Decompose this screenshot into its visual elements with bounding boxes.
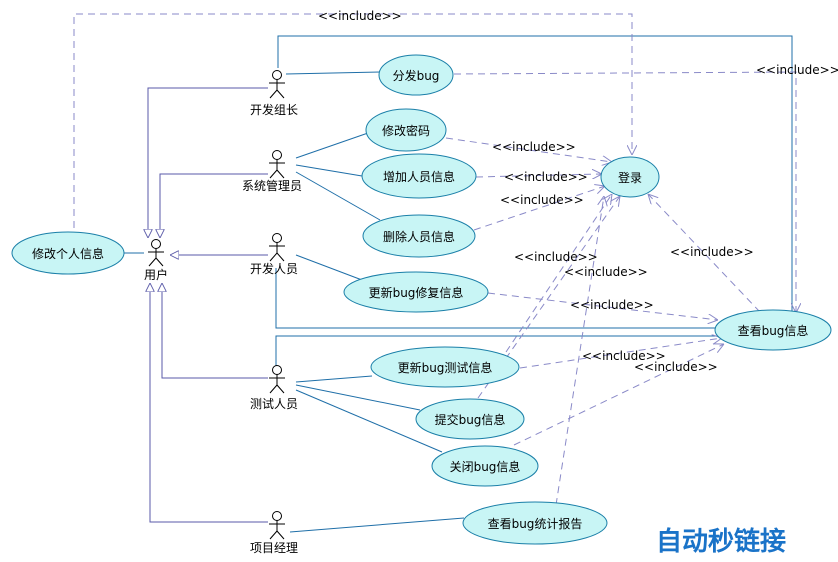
actors bbox=[148, 70, 285, 540]
use-case-label: 更新bug修复信息 bbox=[369, 285, 464, 300]
assoc-dev-view bbox=[275, 268, 716, 329]
actor-dev-lead[interactable] bbox=[269, 70, 285, 99]
actor-sys-admin[interactable] bbox=[269, 150, 285, 179]
gen-tester bbox=[162, 283, 268, 379]
use-case-close-bug[interactable]: 关闭bug信息 bbox=[431, 445, 539, 487]
include-label: <<include>> bbox=[318, 9, 402, 23]
use-case-delete-person[interactable]: 删除人员信息 bbox=[362, 214, 476, 258]
use-case-update-test[interactable]: 更新bug测试信息 bbox=[370, 346, 520, 388]
include-labels: <<include>> <<include>> <<include>> <<in… bbox=[318, 9, 838, 374]
gen-pm bbox=[150, 283, 268, 523]
actor-user[interactable] bbox=[148, 239, 164, 267]
include-lines bbox=[73, 13, 796, 506]
use-case-label: 登录 bbox=[618, 170, 642, 185]
inc-assign-view bbox=[453, 71, 796, 313]
include-label: <<include>> bbox=[756, 63, 838, 77]
use-case-login[interactable]: 登录 bbox=[600, 156, 660, 198]
actor-label-developer: 开发人员 bbox=[250, 261, 298, 276]
inc-fix-view bbox=[487, 292, 718, 320]
use-case-label: 删除人员信息 bbox=[383, 229, 455, 244]
use-case-edit-profile[interactable]: 修改个人信息 bbox=[11, 231, 125, 275]
assoc-admin-add bbox=[295, 164, 363, 177]
assoc-tester-test bbox=[295, 375, 373, 383]
generalization-lines bbox=[148, 87, 268, 523]
actor-label-tester: 测试人员 bbox=[250, 396, 298, 411]
include-label: <<include>> bbox=[504, 170, 588, 184]
use-case-assign-bug[interactable]: 分发bug bbox=[378, 54, 454, 96]
include-label: <<include>> bbox=[634, 360, 718, 374]
assoc-tester-submit bbox=[295, 384, 421, 411]
actor-labels: 开发组长 系统管理员 用户 开发人员 测试人员 项目经理 bbox=[144, 102, 302, 555]
use-cases: 分发bug 修改密码 增加人员信息 删除人员信息 登录 修改个人信息 更新bug… bbox=[11, 54, 832, 545]
actor-label-user: 用户 bbox=[144, 267, 168, 282]
use-case-label: 增加人员信息 bbox=[383, 169, 455, 184]
use-case-update-fix[interactable]: 更新bug修复信息 bbox=[343, 271, 489, 313]
gen-sys-admin bbox=[160, 173, 268, 238]
gen-dev-lead bbox=[148, 87, 268, 238]
association-lines bbox=[124, 35, 793, 533]
actor-label-sys-admin: 系统管理员 bbox=[242, 178, 302, 193]
assoc-lead-view bbox=[277, 35, 793, 313]
include-label: <<include>> bbox=[492, 140, 576, 154]
assoc-dev-fix bbox=[295, 254, 363, 281]
watermark-text: 自动秒链接 bbox=[656, 526, 786, 557]
assoc-lead-assign bbox=[285, 71, 381, 75]
inc-test-view bbox=[519, 338, 722, 369]
inc-test-login bbox=[505, 194, 612, 353]
use-case-label: 查看bug统计报告 bbox=[488, 516, 583, 531]
use-case-label: 关闭bug信息 bbox=[450, 459, 521, 474]
use-case-label: 查看bug信息 bbox=[738, 323, 809, 338]
actor-label-pm: 项目经理 bbox=[250, 541, 298, 555]
use-case-submit-bug[interactable]: 提交bug信息 bbox=[415, 398, 525, 440]
use-case-view-bug[interactable]: 查看bug信息 bbox=[714, 309, 832, 351]
assoc-tester-close bbox=[295, 389, 443, 453]
use-case-label: 修改个人信息 bbox=[32, 246, 104, 261]
inc-pwd-login bbox=[445, 137, 612, 162]
inc-edit-login bbox=[73, 13, 632, 228]
assoc-admin-pwd bbox=[295, 132, 369, 159]
actor-label-dev-lead: 开发组长 bbox=[250, 102, 298, 117]
use-case-change-password[interactable]: 修改密码 bbox=[365, 108, 447, 152]
use-case-view-stats[interactable]: 查看bug统计报告 bbox=[462, 501, 608, 545]
inc-add-login bbox=[475, 174, 602, 177]
inc-stats-view bbox=[555, 196, 604, 506]
include-label: <<include>> bbox=[514, 250, 598, 264]
include-label: <<include>> bbox=[500, 193, 584, 207]
include-label: <<include>> bbox=[570, 298, 654, 312]
assoc-tester-view bbox=[275, 335, 716, 372]
actor-developer[interactable] bbox=[269, 233, 285, 262]
use-case-label: 提交bug信息 bbox=[435, 412, 506, 427]
actor-tester[interactable] bbox=[269, 365, 285, 394]
assoc-admin-del bbox=[295, 171, 381, 221]
assoc-pm-stats bbox=[289, 517, 465, 533]
use-case-label: 修改密码 bbox=[382, 123, 430, 138]
actor-pm[interactable] bbox=[269, 511, 285, 540]
inc-view-login bbox=[648, 194, 761, 313]
use-case-label: 分发bug bbox=[393, 68, 440, 83]
include-label: <<include>> bbox=[582, 349, 666, 363]
inc-close-view bbox=[513, 344, 724, 446]
include-label: <<include>> bbox=[670, 245, 754, 259]
use-case-add-person[interactable]: 增加人员信息 bbox=[361, 153, 477, 199]
use-case-label: 更新bug测试信息 bbox=[398, 360, 493, 375]
include-label: <<include>> bbox=[564, 265, 648, 279]
